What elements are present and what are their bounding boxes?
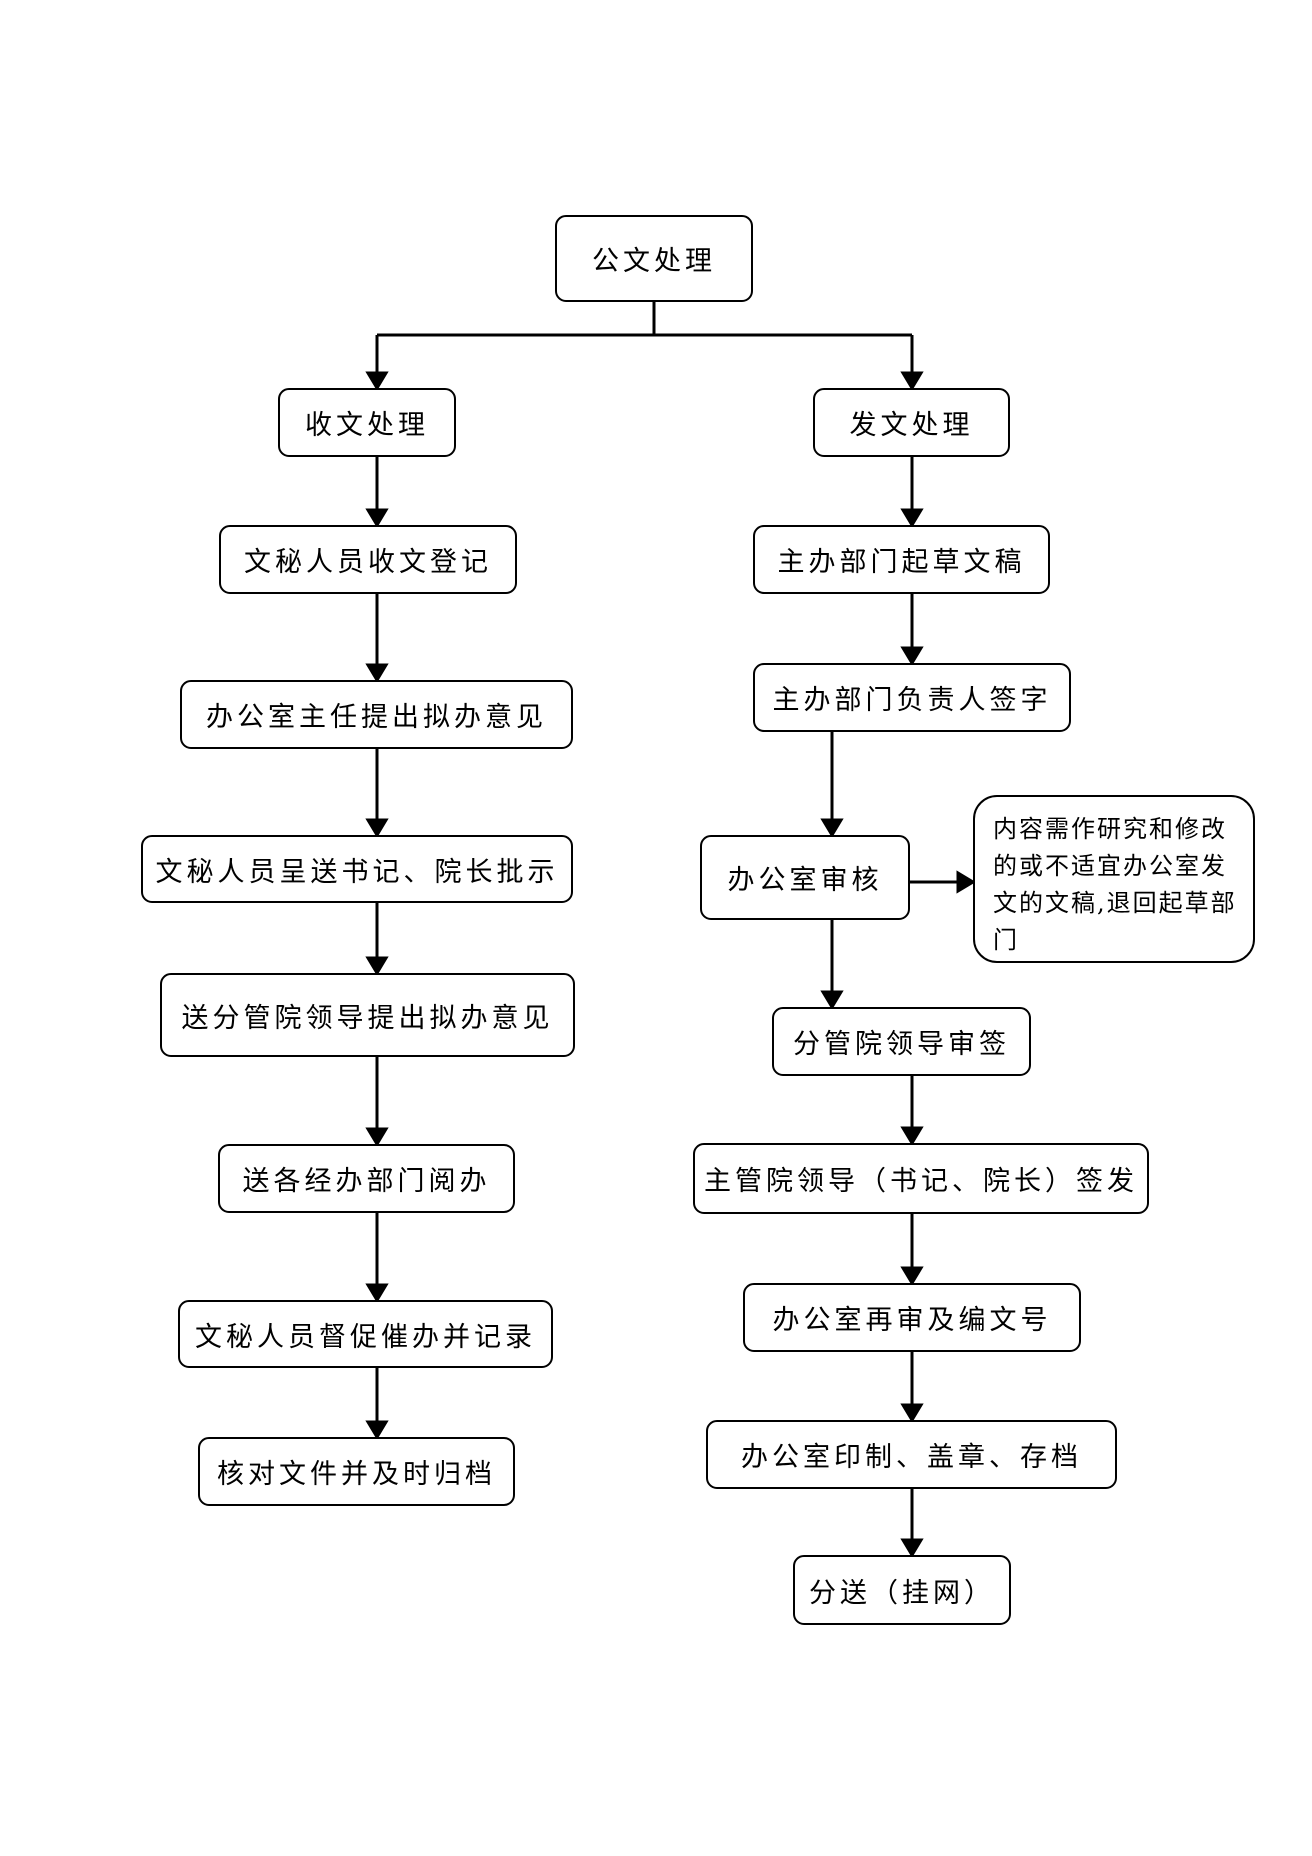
node-office-recheck-and-number: 办公室再审及编文号 — [743, 1283, 1081, 1352]
arrowhead — [365, 818, 389, 838]
note-return-to-drafting-department: 内容需作研究和修改的或不适宜办公室发文的文稿,退回起草部门 — [973, 795, 1255, 963]
arrowhead — [365, 1420, 389, 1440]
node-secretary-submit-for-remarks: 文秘人员呈送书记、院长批示 — [141, 835, 573, 903]
arrowhead — [900, 508, 924, 528]
arrowhead — [900, 1538, 924, 1558]
node-office-review: 办公室审核 — [700, 835, 910, 920]
node-secretary-register-incoming: 文秘人员收文登记 — [219, 525, 517, 594]
arrowhead — [365, 956, 389, 976]
arrowhead — [365, 1127, 389, 1147]
arrowhead — [900, 1266, 924, 1286]
arrowhead — [900, 371, 924, 391]
arrowhead — [365, 371, 389, 391]
node-department-head-sign: 主办部门负责人签字 — [753, 663, 1071, 732]
arrowhead — [365, 1283, 389, 1303]
arrowhead — [900, 1126, 924, 1146]
node-outgoing-processing: 发文处理 — [813, 388, 1010, 457]
node-vice-leader-countersign: 分管院领导审签 — [772, 1007, 1031, 1076]
node-vice-leader-opinion: 送分管院领导提出拟办意见 — [160, 973, 575, 1057]
node-incoming-processing: 收文处理 — [278, 388, 456, 457]
node-office-print-seal-archive: 办公室印制、盖章、存档 — [706, 1420, 1117, 1489]
arrowhead — [956, 870, 976, 894]
arrowhead — [820, 990, 844, 1010]
node-department-draft-document: 主办部门起草文稿 — [753, 525, 1050, 594]
node-office-director-opinion: 办公室主任提出拟办意见 — [180, 680, 573, 749]
node-distribute-post-online: 分送（挂网） — [793, 1555, 1011, 1625]
node-check-and-archive: 核对文件并及时归档 — [198, 1437, 515, 1506]
arrowhead — [900, 1403, 924, 1423]
arrowhead — [820, 818, 844, 838]
arrowhead — [900, 646, 924, 666]
node-departments-read-handle: 送各经办部门阅办 — [218, 1144, 515, 1213]
arrowhead — [365, 508, 389, 528]
node-document-processing: 公文处理 — [555, 215, 753, 302]
node-chief-leader-issue: 主管院领导（书记、院长）签发 — [693, 1143, 1149, 1214]
node-secretary-supervise-record: 文秘人员督促催办并记录 — [178, 1300, 553, 1368]
arrowhead — [365, 663, 389, 683]
